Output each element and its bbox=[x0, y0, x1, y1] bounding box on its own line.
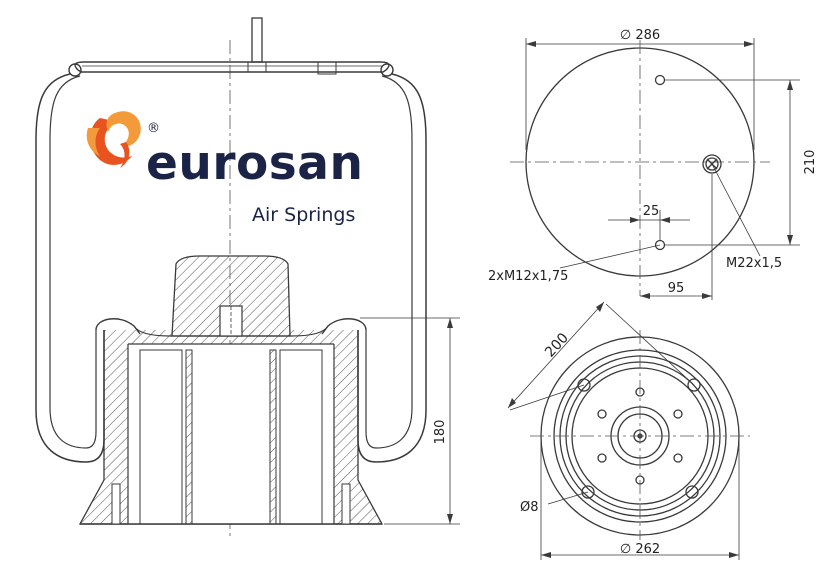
brand-tagline: Air Springs bbox=[252, 204, 356, 226]
top-stud bbox=[251, 17, 263, 63]
bottom-diameter-label: ∅ 262 bbox=[620, 542, 660, 557]
bolt-hole-bl bbox=[581, 485, 595, 499]
vertical-spacing-label: 210 bbox=[803, 150, 818, 175]
eurosan-swirl-logo bbox=[86, 111, 141, 168]
bolt-hole-tl bbox=[577, 378, 591, 392]
bellow-outer-right bbox=[357, 73, 427, 463]
top-plate bbox=[74, 61, 390, 73]
thread-small-label: 2xM12x1,75 bbox=[488, 269, 568, 284]
thread-large-label: M22x1,5 bbox=[726, 256, 782, 271]
bolt-hole-tr bbox=[687, 378, 701, 392]
top-diameter-label: ∅ 286 bbox=[620, 28, 660, 43]
bottom-view bbox=[507, 301, 750, 560]
right-crimp bbox=[380, 63, 394, 77]
bellow-outer bbox=[35, 73, 105, 463]
hole-diameter-label: Ø8 bbox=[520, 500, 539, 515]
bumper bbox=[171, 255, 291, 337]
bolt-circle-dim bbox=[507, 301, 605, 409]
offset-small-label: 25 bbox=[643, 204, 660, 219]
left-crimp bbox=[68, 63, 82, 77]
bolt-hole-br bbox=[685, 485, 699, 499]
brand-name: eurosan bbox=[146, 136, 364, 191]
side-view bbox=[35, 17, 460, 540]
height-label: 180 bbox=[433, 420, 448, 445]
registered-mark: ® bbox=[147, 121, 160, 136]
offset-large-label: 95 bbox=[668, 281, 685, 296]
air-fitting-hole bbox=[702, 154, 722, 174]
top-view bbox=[510, 38, 800, 300]
mount-hole-top bbox=[654, 74, 666, 86]
bolt-circle-label: 200 bbox=[542, 330, 572, 361]
